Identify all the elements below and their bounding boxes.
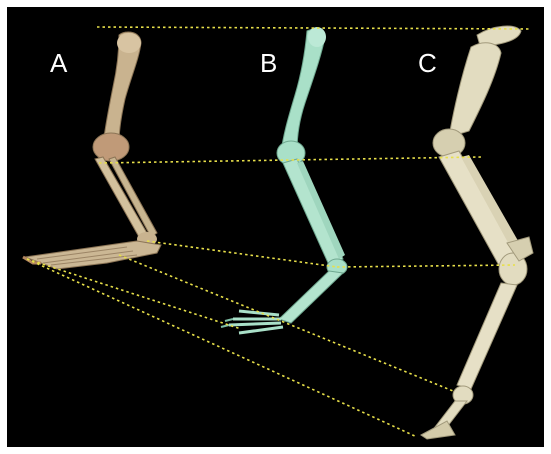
- guide-lines: [27, 27, 531, 437]
- label-c: C: [418, 50, 437, 76]
- label-a: A: [50, 50, 67, 76]
- ankle-line-a-b: [147, 241, 337, 267]
- leg-a-skeleton: [23, 32, 161, 269]
- toe-a-to-b-line: [27, 259, 241, 329]
- leg-c-skeleton: [421, 26, 533, 439]
- figure-canvas: A B C: [7, 7, 544, 447]
- leg-b-skeleton: [221, 27, 347, 333]
- label-b: B: [260, 50, 277, 76]
- ankle-line-b-c: [337, 265, 515, 267]
- toe-a-to-c-line: [27, 259, 417, 437]
